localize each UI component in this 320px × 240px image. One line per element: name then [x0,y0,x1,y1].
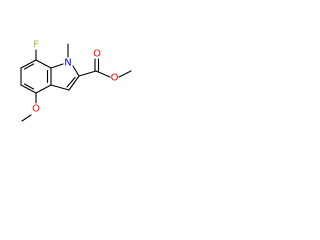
atom-labels: F N O O O [32,40,119,115]
bond-c6-c7-inner [23,63,35,70]
bond-c7-c7a [35,59,52,69]
bond-c7a-n1 [50,63,64,69]
bond-n1-c2 [72,65,80,77]
bond-c6-c7 [20,59,37,69]
bond-o-methyl [118,70,132,78]
structure-canvas: F N O O O [0,0,152,152]
molecule-structure: F N O O O [20,40,132,122]
atom-label-fluorine: F [33,40,39,51]
bond-c2-carbonyl [78,70,97,77]
bond-c4-c5 [20,84,37,94]
atom-label-nitrogen: N [64,58,71,69]
bond-c3a-c4 [35,84,52,94]
bond-carbonyl-o-single [95,70,111,78]
bond-c3-c3a [50,84,70,91]
atom-label-ester-oxygen: O [111,73,119,84]
atom-label-methoxy-oxygen: O [32,104,40,115]
bond-c2-c3 [68,75,80,91]
bond-o-methoxy-methyl [21,114,32,122]
bond-c2-c3-inner [66,76,76,88]
bonds [20,43,132,122]
bond-c4-c5-inner [23,83,35,90]
atom-label-carbonyl-oxygen: O [93,49,101,60]
